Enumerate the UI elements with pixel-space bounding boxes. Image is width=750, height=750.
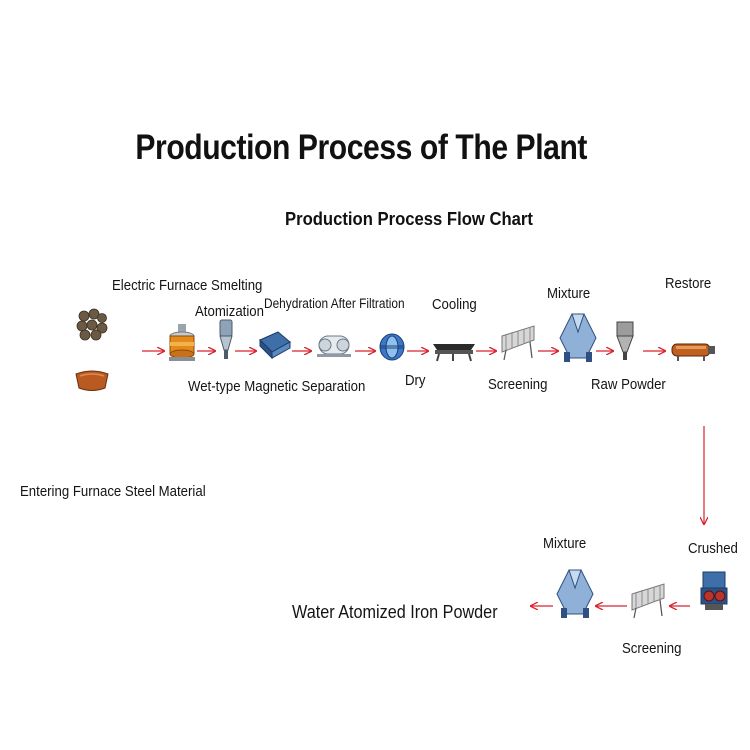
label-restore: Restore [665,275,712,292]
scrap-pile-icon [76,308,108,341]
label-atomization: Atomization [195,303,264,320]
label-electric-furnace-smelting: Electric Furnace Smelting [112,277,263,294]
furnace-icon [169,324,195,361]
atomizer-icon [219,319,233,359]
label-entering-furnace-steel-material: Entering Furnace Steel Material [20,483,206,500]
cooling-conveyor-icon [433,344,475,362]
label-wet-type-magnetic-separation: Wet-type Magnetic Separation [188,378,366,395]
reduction-furnace-icon [671,343,715,361]
label-raw-powder: Raw Powder [591,376,666,393]
hopper-icon [616,321,634,360]
label-water-atomized-iron-powder: Water Atomized Iron Powder [292,602,498,622]
page-title: Production Process of The Plant [135,128,588,167]
label-screening-bottom: Screening [622,640,682,657]
label-crushed: Crushed [688,540,738,557]
flow-chart-subtitle: Production Process Flow Chart [285,208,533,229]
mixer-icon-2 [556,569,594,618]
screen-icon [501,325,535,361]
filter-icon [317,335,351,357]
mixer-icon [559,313,597,362]
crusher-icon [700,571,728,610]
label-dehydration-after-filtration: Dehydration After Filtration [264,296,405,311]
label-mixture-top: Mixture [547,285,591,302]
label-mixture-bottom: Mixture [543,535,587,552]
dryer-icon [379,333,405,361]
screen-icon-2 [631,583,665,619]
label-cooling: Cooling [432,296,477,313]
steel-ingot-icon [75,370,109,391]
magnetic-separator-icon [259,331,291,360]
label-dry: Dry [405,372,426,389]
label-screening-top: Screening [488,376,548,393]
